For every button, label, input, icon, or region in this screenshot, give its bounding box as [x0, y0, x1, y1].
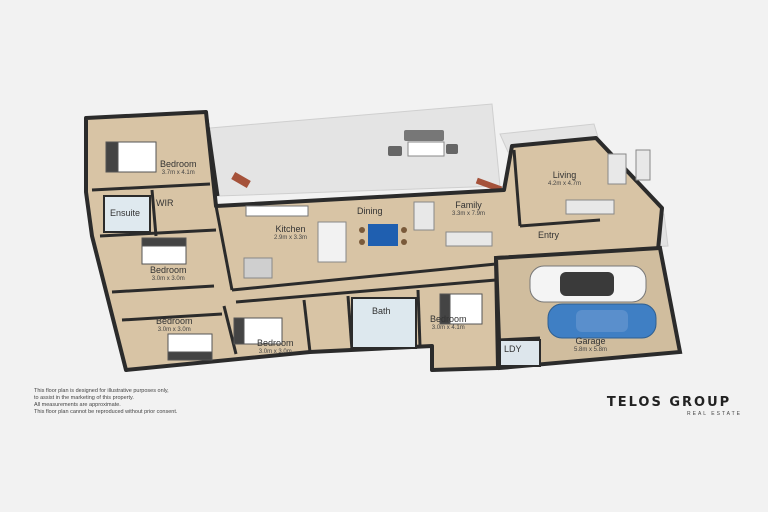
room-dimensions: 3.0m x 3.0m: [258, 349, 292, 355]
room-label-bedroom-lower-left: Bedroom 3.0m x 3.0m: [156, 316, 193, 334]
room-name: Entry: [538, 230, 560, 240]
disclaimer-line: to assist in the marketing of this prope…: [34, 395, 134, 401]
room-label-ensuite: Ensuite: [110, 208, 140, 218]
room-name: Dining: [357, 206, 383, 216]
room-dimensions: 5.8m x 5.8m: [574, 347, 608, 353]
room-name: Bath: [372, 306, 391, 316]
room-name: Kitchen: [275, 224, 306, 234]
disclaimer-line: This floor plan is designed for illustra…: [34, 388, 169, 394]
room-name: Bedroom: [257, 338, 294, 348]
brand-subtitle: REAL ESTATE: [687, 411, 742, 417]
room-label-bedroom-mid: Bedroom 3.0m x 3.0m: [150, 265, 187, 283]
beds: [105, 141, 483, 361]
room-dimensions: 3.0m x 3.0m: [151, 276, 185, 282]
room-dimensions: 3.3m x 7.9m: [452, 211, 486, 217]
room-name: Bedroom: [430, 314, 467, 324]
room-label-laundry: LDY: [504, 344, 522, 354]
disclaimer-text: This floor plan is designed for illustra…: [34, 388, 294, 416]
room-name: Family: [455, 200, 482, 210]
room-dimensions: 3.0m x 3.0m: [157, 327, 191, 333]
room-name: Garage: [575, 336, 606, 346]
room-label-kitchen: Kitchen 2.9m x 3.3m: [274, 224, 307, 242]
room-name: WIR: [156, 198, 174, 208]
cars: [529, 265, 657, 339]
room-label-bedroom-right: Bedroom 3.0m x 4.1m: [430, 314, 467, 332]
room-label-wir: WIR: [156, 198, 174, 208]
room-name: Bedroom: [160, 159, 197, 169]
bath-area: [351, 297, 417, 349]
room-name: Ensuite: [110, 208, 141, 218]
room-label-garage: Garage 5.8m x 5.8m: [574, 336, 607, 354]
room-name: Living: [552, 170, 577, 180]
room-dimensions: 4.2m x 4.7m: [548, 181, 582, 187]
ensuite-area: [103, 195, 151, 233]
kitchen-fixtures: [243, 205, 407, 279]
room-name: LDY: [504, 344, 522, 354]
brand-name: TELOS GROUP: [606, 395, 732, 410]
room-name: Bedroom: [150, 265, 187, 275]
brand-logo: TELOS GROUP REAL ESTATE: [596, 395, 742, 417]
room-label-bath: Bath: [372, 306, 391, 316]
laundry-area: [499, 339, 541, 367]
room-name: Bedroom: [156, 316, 193, 326]
room-label-dining: Dining: [357, 206, 383, 216]
room-label-living: Living 4.2m x 4.7m: [548, 170, 581, 188]
room-label-bedroom-top: Bedroom 3.7m x 4.1m: [160, 159, 197, 177]
room-label-bedroom-lower-mid: Bedroom 3.0m x 3.0m: [257, 338, 294, 356]
room-dimensions: 3.7m x 4.1m: [161, 170, 195, 176]
room-dimensions: 2.9m x 3.3m: [274, 235, 308, 241]
disclaimer-line: All measurements are approximate.: [34, 402, 121, 408]
sofas: [413, 149, 651, 247]
room-label-family: Family 3.3m x 7.9m: [452, 200, 485, 218]
disclaimer-line: This floor plan cannot be reproduced wit…: [34, 409, 178, 415]
room-label-entry: Entry: [538, 230, 559, 240]
room-dimensions: 3.0m x 4.1m: [431, 325, 465, 331]
